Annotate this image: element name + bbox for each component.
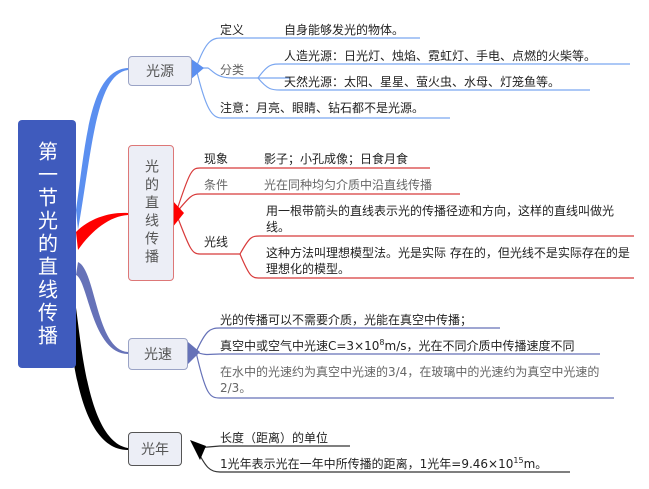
topic-speed-of-light[interactable]: 光速 xyxy=(128,338,188,370)
subtopic-light-ray[interactable]: 光线 xyxy=(204,235,229,249)
condition-content[interactable]: 光在同种均匀介质中沿直线传播 xyxy=(264,178,433,192)
speed-exponent: 8 xyxy=(379,338,385,347)
topic-rectilinear-propagation[interactable]: 光的直线传播 xyxy=(128,145,174,281)
light-year-exponent: 15 xyxy=(513,456,524,465)
topic-speed-of-light-label: 光速 xyxy=(144,347,172,363)
light-year-unit-note[interactable]: 长度（距离）的单位 xyxy=(220,431,329,445)
subtopic-phenomena[interactable]: 现象 xyxy=(204,152,229,166)
topic-light-source[interactable]: 光源 xyxy=(128,56,192,86)
definition-content[interactable]: 自身能够发光的物体。 xyxy=(284,23,405,37)
propagation-medium-note[interactable]: 光的传播可以不需要介质，光能在真空中传播； xyxy=(220,313,473,327)
artificial-light-sources[interactable]: 人造光源：日光灯、烛焰、霓虹灯、手电、点燃的火柴等。 xyxy=(284,49,597,63)
speed-text-pre: 真空中或空气中光速C=3×10 xyxy=(220,339,380,353)
topic-light-year-label: 光年 xyxy=(141,442,169,458)
light-ray-definition[interactable]: 用一根带箭头的直线表示光的传播径迹和方向，这样的直线叫做光线。 xyxy=(266,204,615,234)
topic-light-year[interactable]: 光年 xyxy=(128,432,182,466)
subtopic-definition[interactable]: 定义 xyxy=(220,23,245,37)
light-year-text-post: m。 xyxy=(523,457,548,471)
natural-light-sources[interactable]: 天然光源：太阳、星星、萤火虫、水母、灯笼鱼等。 xyxy=(284,75,561,89)
topic-rectilinear-propagation-label: 光的直线传播 xyxy=(143,159,159,267)
phenomena-content[interactable]: 影子；小孔成像；日食月食 xyxy=(264,152,409,166)
speed-text-post: m/s，光在不同介质中传播速度不同 xyxy=(384,339,575,353)
topic-light-source-label: 光源 xyxy=(146,64,174,80)
light-year-text-pre: 1光年表示光在一年中所传播的距离，1光年=9.46×10 xyxy=(220,457,514,471)
root-topic[interactable]: 第一节光的直线传播 xyxy=(18,120,76,368)
root-topic-label: 第一节光的直线传播 xyxy=(34,140,59,348)
light-ray-model-note[interactable]: 这种方法叫理想模型法。光是实际 存在的，但光线不是实际存在的是理想化的模型。 xyxy=(266,246,630,276)
speed-in-vacuum[interactable]: 真空中或空气中光速C=3×108m/s，光在不同介质中传播速度不同 xyxy=(220,338,575,354)
light-source-note[interactable]: 注意：月亮、眼睛、钻石都不是光源。 xyxy=(220,101,425,115)
subtopic-condition[interactable]: 条件 xyxy=(204,178,229,192)
speed-in-water-glass[interactable]: 在水中的光速约为真空中光速的3/4，在玻璃中的光速约为真空中光速的2/3。 xyxy=(220,365,600,395)
subtopic-classification[interactable]: 分类 xyxy=(220,63,245,77)
light-year-definition[interactable]: 1光年表示光在一年中所传播的距离，1光年=9.46×1015m。 xyxy=(220,456,547,472)
